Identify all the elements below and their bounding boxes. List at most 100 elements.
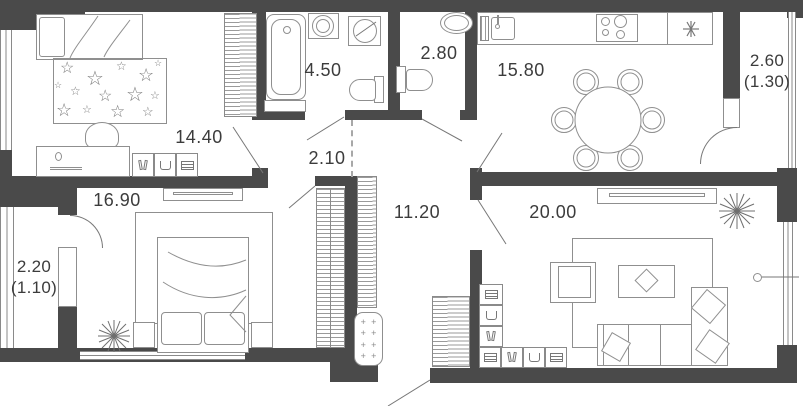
room-label-balcony-right-reduced: (1.30)	[743, 72, 791, 91]
shelf-box	[523, 347, 545, 368]
burner	[614, 15, 627, 28]
wall	[345, 110, 422, 120]
wall	[12, 176, 252, 188]
desk-chair	[85, 122, 119, 150]
wardrobe	[357, 176, 377, 308]
toilet-bowl	[349, 79, 376, 101]
books-icon	[506, 352, 519, 363]
window	[0, 30, 12, 150]
wall	[723, 12, 740, 98]
room-label-kitchen: 15.80	[497, 60, 545, 80]
burner	[602, 29, 609, 36]
window	[783, 222, 793, 345]
window	[0, 207, 14, 348]
balcony-door-frame	[58, 247, 77, 307]
wall	[460, 110, 477, 120]
door-leaf-bedroom-top	[232, 126, 264, 174]
armchair-seat	[558, 266, 591, 298]
wall	[0, 187, 77, 207]
burner	[616, 30, 625, 39]
wardrobe	[330, 188, 345, 348]
books-icon	[137, 160, 150, 171]
shoe-rack	[432, 296, 470, 367]
wardrobe	[316, 188, 331, 348]
door-leaf-entrance	[387, 379, 431, 406]
pot-icon	[485, 311, 497, 320]
drawer-icon	[483, 353, 497, 362]
wc-sink-inner	[444, 15, 469, 31]
kitchen-faucet	[495, 24, 500, 29]
room-label-bathroom: 4.50	[304, 60, 342, 80]
drawer-icon	[549, 353, 563, 362]
washing-machine-drum	[353, 19, 377, 43]
room-label-hallway: 2.10	[308, 148, 346, 168]
wall	[777, 345, 797, 383]
tv	[609, 193, 705, 197]
shelf-box	[545, 347, 567, 368]
dining-set	[551, 69, 665, 171]
balcony-door-frame	[723, 98, 740, 128]
wall	[0, 0, 797, 12]
room-label-balcony-left-reduced: (1.10)	[10, 278, 58, 297]
opening-kitchen	[476, 132, 503, 173]
bathtub-inner	[271, 19, 301, 95]
room-label-balcony-right: 2.60	[749, 51, 785, 70]
pillow	[204, 312, 245, 345]
bath-sink-bowl-inner	[316, 19, 330, 33]
nightstand	[133, 322, 155, 348]
room-label-balcony-left: 2.20	[16, 257, 52, 276]
shelf-box	[479, 284, 503, 305]
window	[788, 12, 796, 168]
pillow	[39, 17, 65, 57]
wall	[266, 110, 305, 120]
door-leaf-wc	[421, 118, 463, 142]
kitchen-faucet-stem	[497, 15, 499, 24]
shelf-box	[501, 347, 523, 368]
room-label-living-room: 20.00	[529, 202, 577, 222]
pouf: ++ ++ ++ ++	[354, 312, 383, 366]
burner	[601, 17, 610, 26]
bath-shelf	[264, 100, 306, 112]
books-icon	[485, 331, 498, 342]
door-leaf-bedroom-bottom	[288, 185, 316, 209]
wall	[777, 168, 797, 222]
shelf-box	[479, 347, 501, 368]
bathtub-drain	[283, 26, 291, 34]
nightstand	[251, 322, 273, 348]
wall	[477, 172, 797, 186]
tv	[173, 192, 233, 195]
room-label-wc: 2.80	[420, 43, 458, 63]
room-label-corridor: 11.20	[393, 202, 441, 222]
wall	[315, 176, 357, 186]
shelf-box	[132, 153, 154, 177]
window-handle	[753, 273, 762, 282]
zone-divider	[351, 120, 353, 177]
opening-living	[477, 199, 507, 245]
wall	[345, 183, 357, 352]
pillow	[161, 312, 202, 345]
desk-lamp	[55, 152, 62, 161]
wall	[430, 368, 787, 383]
sofa-divider	[660, 325, 661, 365]
door-arc-balcony-right	[700, 127, 737, 164]
wardrobe	[224, 13, 257, 117]
room-label-bedroom-bottom: 16.90	[93, 190, 141, 210]
desk	[36, 146, 130, 177]
pot-icon	[159, 160, 171, 170]
shelf-box	[479, 326, 503, 347]
rug-stars: ☆ ☆ ☆ ☆ ☆ ☆ ☆ ☆ ☆ ☆ ☆ ☆ ☆ ☆	[53, 58, 167, 124]
door-leaf-bathroom	[306, 116, 345, 141]
shelf-box	[176, 153, 198, 177]
shelf-box	[479, 305, 503, 326]
pot-icon	[528, 353, 540, 362]
keyboard	[50, 167, 82, 170]
wall	[0, 348, 77, 362]
room-label-bedroom-top: 14.40	[175, 127, 223, 147]
wall	[58, 207, 77, 215]
wall	[388, 12, 400, 120]
toilet-tank	[396, 66, 406, 93]
plant-icon	[719, 193, 755, 229]
wall	[465, 12, 477, 112]
drawer-icon	[484, 290, 498, 299]
